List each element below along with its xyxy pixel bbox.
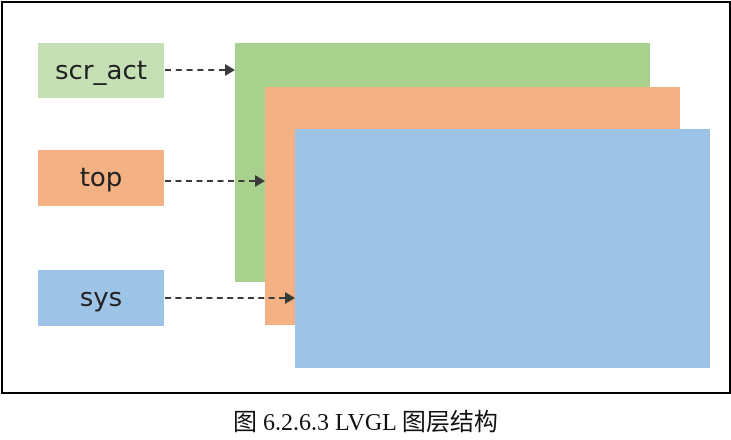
label-top: top [38,150,164,206]
arrow-top [165,175,266,187]
label-sys: sys [38,270,164,326]
label-top-text: top [79,163,123,193]
arrowhead-icon [255,175,265,187]
label-scr-act-text: scr_act [55,55,147,86]
figure-caption: 图 6.2.6.3 LVGL 图层结构 [233,410,498,436]
label-sys-text: sys [79,283,123,313]
arrow-scr-act [165,64,236,76]
arrowhead-icon [285,292,295,304]
arrow-sys [165,292,296,304]
arrowhead-icon [225,64,235,76]
label-scr-act: scr_act [38,43,164,98]
layer-sys [295,129,710,368]
